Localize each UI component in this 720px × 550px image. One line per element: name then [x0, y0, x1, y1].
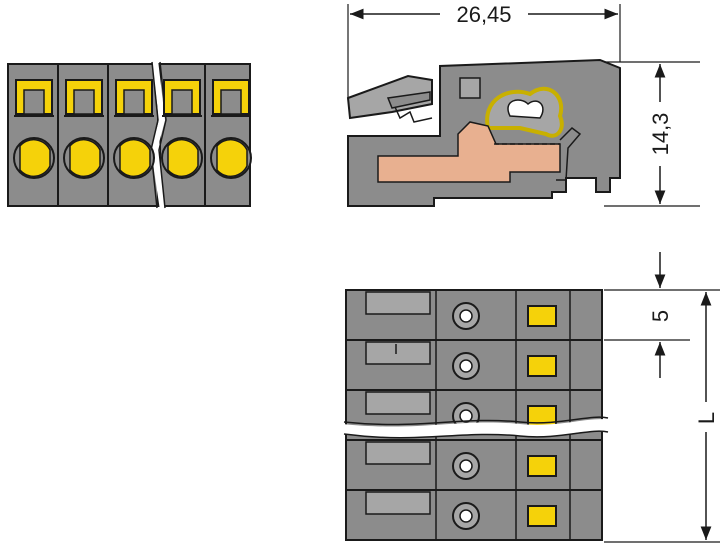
- front-pole: [210, 79, 252, 179]
- clamp-marker: [527, 505, 557, 527]
- width-dimension-label: 26,45: [456, 2, 511, 27]
- top-view-pole: [345, 339, 603, 391]
- front-pole: [113, 79, 155, 179]
- top-view-pole: [345, 489, 603, 541]
- pitch-dimension: 5: [604, 252, 690, 378]
- front-pole: [63, 79, 105, 179]
- pitch-dimension-label: 5: [648, 310, 673, 322]
- length-dimension-label: L: [694, 412, 719, 424]
- top-view-break: [342, 419, 610, 438]
- front-view-poles: [13, 79, 252, 179]
- side-view: 26,45 14,3: [346, 2, 700, 207]
- front-pole: [13, 79, 55, 179]
- clamp-marker: [527, 355, 557, 377]
- clamp-marker: [527, 305, 557, 327]
- top-view: [345, 289, 603, 541]
- length-dimension: L: [604, 289, 720, 543]
- top-view-pole: [345, 439, 603, 491]
- height-dimension-label: 14,3: [648, 113, 673, 156]
- front-pole: [161, 79, 203, 179]
- top-view-pole: [345, 289, 603, 341]
- clamp-marker: [527, 455, 557, 477]
